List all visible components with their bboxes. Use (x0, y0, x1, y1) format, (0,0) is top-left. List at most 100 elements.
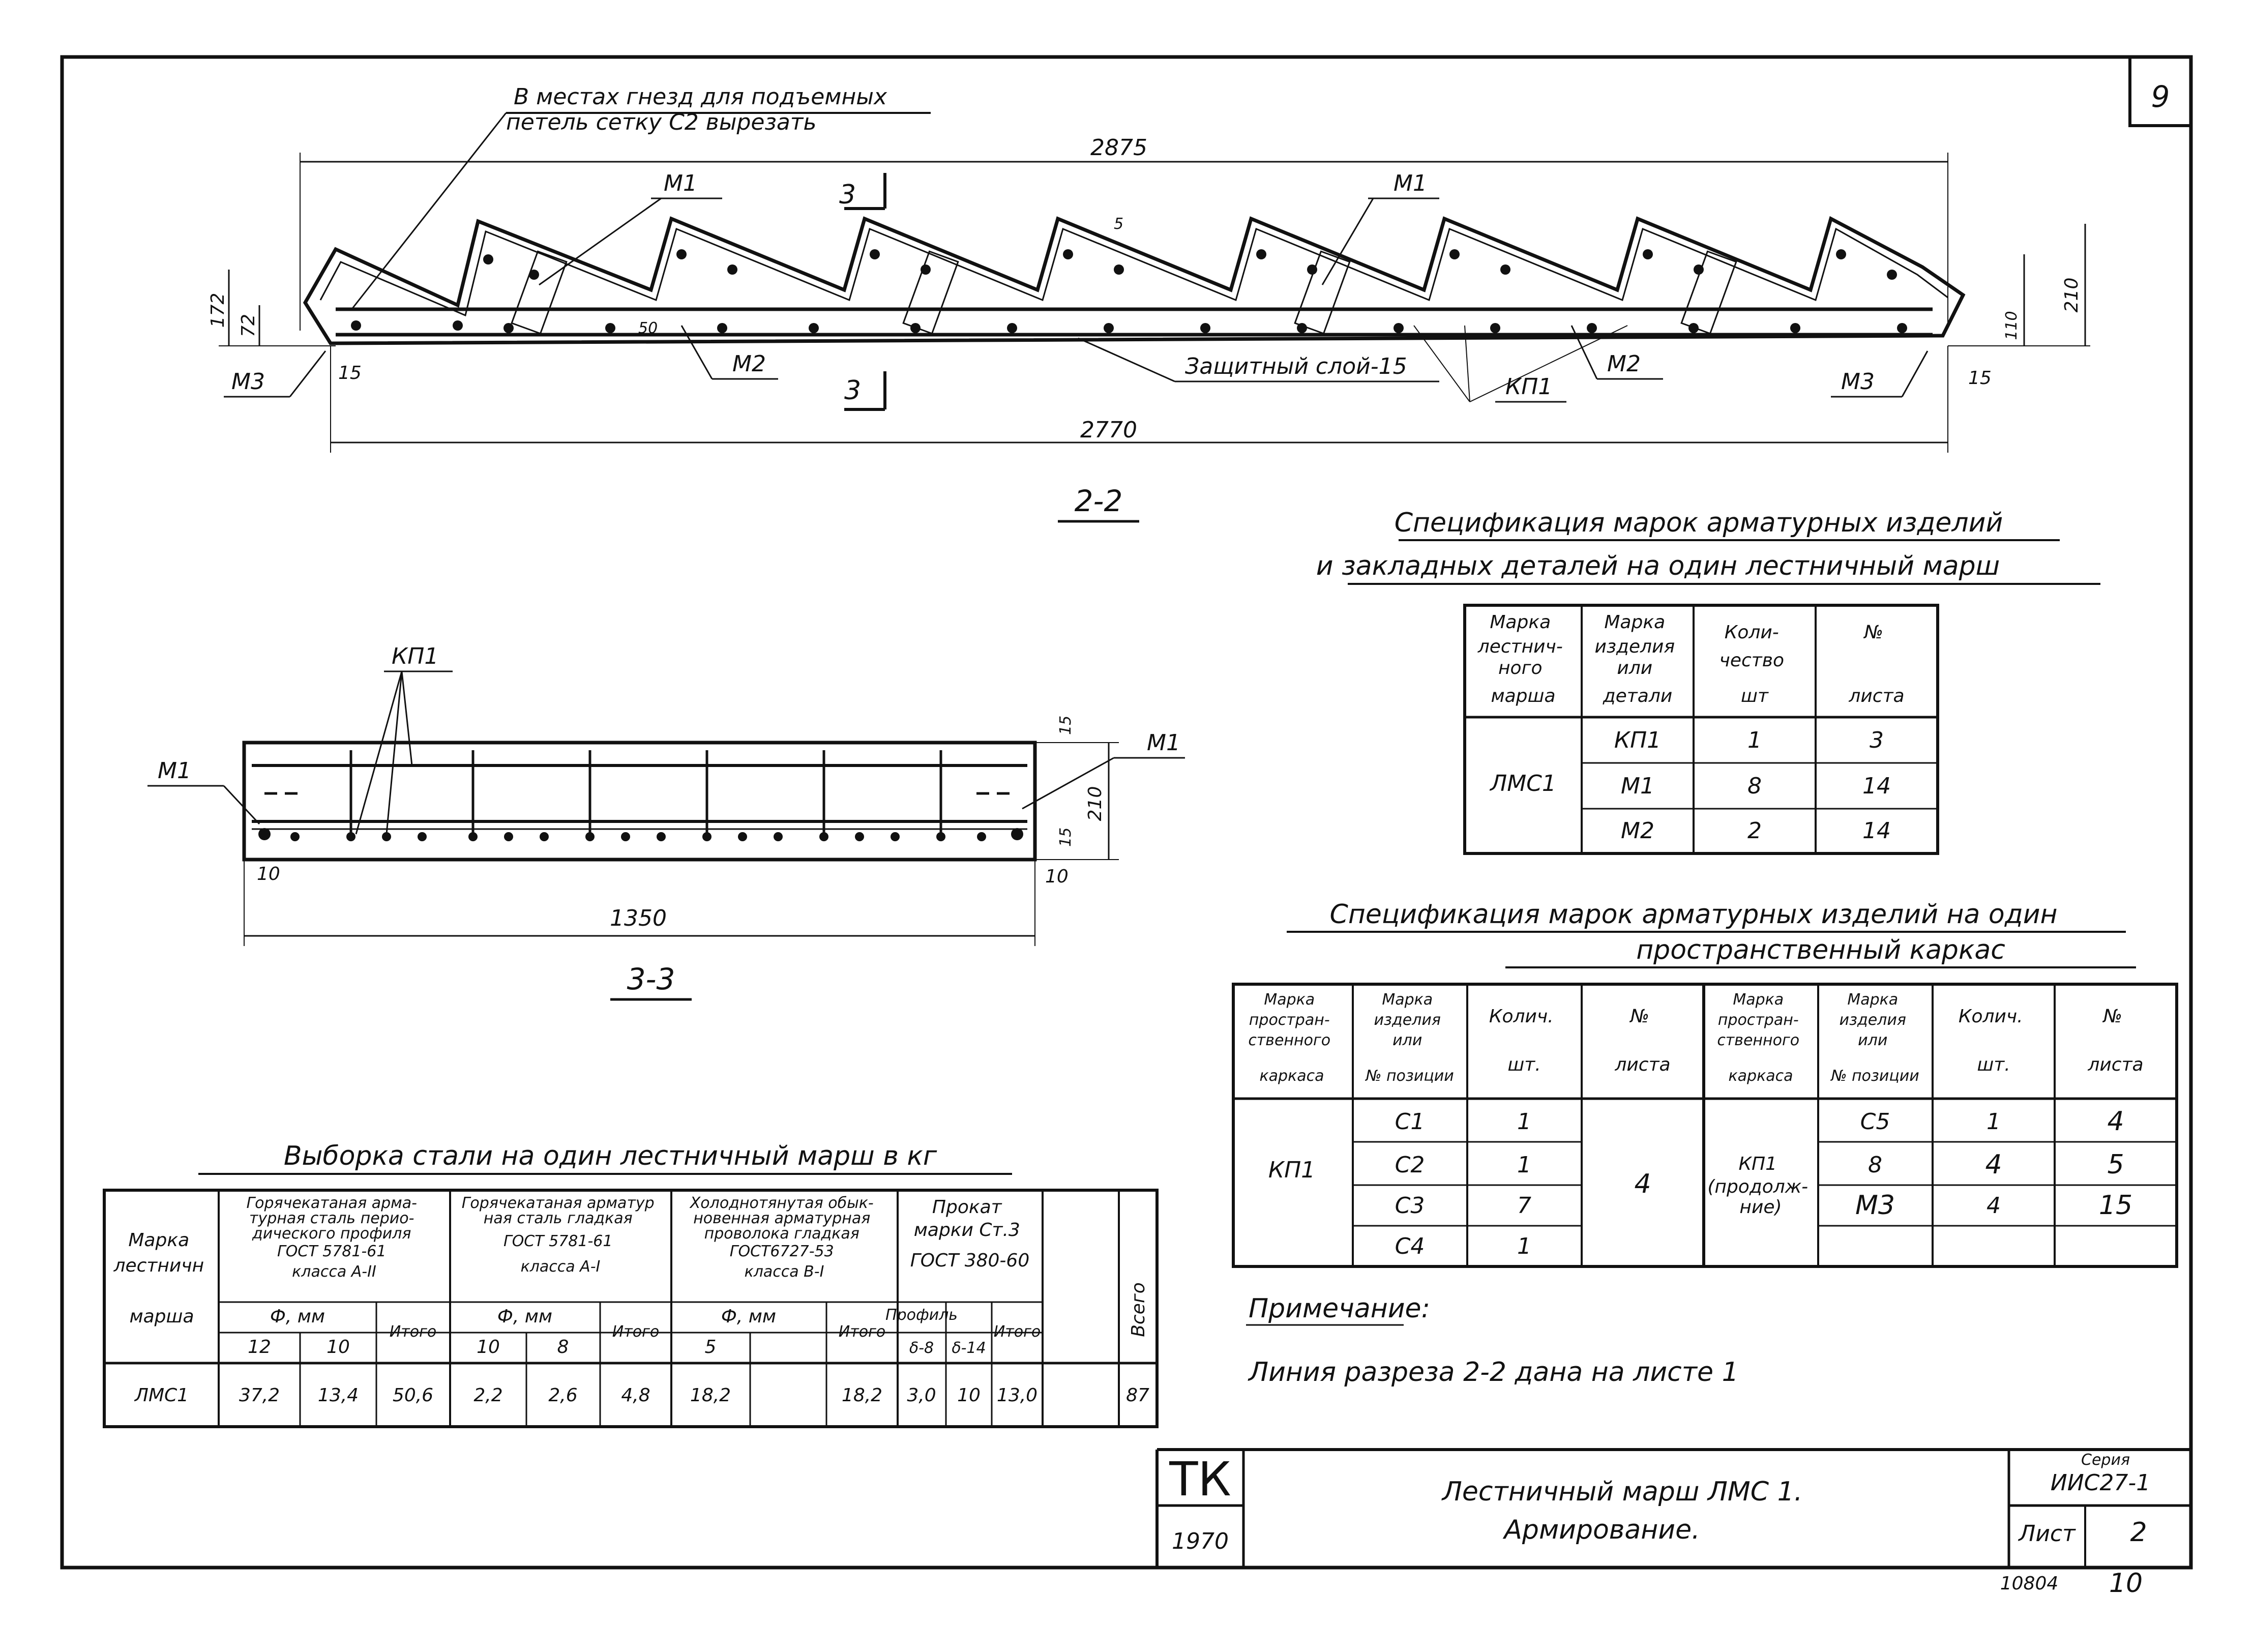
dim-small-left: 15 (338, 363, 362, 383)
spec2-h7-l1: Колич. (1959, 1006, 2023, 1027)
steel-r-p8: 3,0 (907, 1385, 936, 1406)
steel-g4-l1: Прокат (932, 1197, 1002, 1218)
spec2-h8: № листа (2087, 1006, 2143, 1075)
spec1-r2-sheet: 14 (1862, 773, 1891, 799)
dim-50: 50 (638, 319, 658, 337)
steel-h-mark: Марка лестничн марша (113, 1230, 210, 1327)
steel-h-mark-l3: марша (129, 1306, 194, 1327)
label-m1-left: М1 (664, 170, 697, 196)
steel-g3-l3: проволока гладкая (704, 1225, 859, 1243)
spec1-h2-l3: или (1617, 658, 1652, 678)
cut-mark-bottom: 3 (844, 375, 861, 406)
dim-left-inner: 72 (238, 314, 259, 337)
spec1-h1-l1: Марка (1490, 612, 1551, 633)
spec2-h5-l1: Марка (1733, 991, 1784, 1009)
note-heading: Примечание: (1249, 1293, 1430, 1324)
steel-sub-8: 8 (557, 1337, 569, 1358)
spec1-r1-qty: 1 (1747, 727, 1762, 753)
spec2-h5-l2: простран- (1718, 1011, 1799, 1029)
dim-small-right: 15 (1968, 368, 1992, 389)
spec2-h5-l3: ственного (1717, 1031, 1799, 1049)
steel-sub-10b: 10 (477, 1337, 500, 1358)
spec2-h1: Марка простран- ственного каркаса (1248, 991, 1335, 1085)
steel-r-a10: 13,4 (318, 1385, 359, 1406)
spec1-r3-sheet: 14 (1862, 818, 1891, 844)
steel-r-b10: 2,2 (473, 1385, 502, 1406)
spec2-r3-qty: 4 (1987, 1193, 2001, 1219)
dim-left-33: 10 (257, 864, 280, 884)
steel-r-b8: 2,6 (548, 1385, 577, 1406)
spec2-r1-qty: 1 (1987, 1109, 2001, 1135)
spec2-l1-item: С1 (1395, 1109, 1425, 1135)
note-line-1: В местах гнезд для подъемных (514, 84, 887, 110)
spec2-left-sheet: 4 (1634, 1169, 1651, 1199)
stamp-org: ТК (1169, 1452, 1231, 1507)
spec1-h3-l2: чество (1720, 650, 1784, 671)
stamp-series-label: Серия (2081, 1451, 2130, 1469)
dim-right-33: 10 (1045, 866, 1069, 887)
steel-r-mark: ЛМС1 (134, 1385, 189, 1406)
dim-bottom: 2770 (1080, 417, 1137, 443)
steel-r-total: 87 (1126, 1385, 1149, 1406)
spec2-h1-l1: Марка (1264, 991, 1315, 1009)
steel-itogo-4: Итого (994, 1323, 1041, 1341)
steel-sub-12: 12 (248, 1337, 271, 1358)
sheet-frame (60, 55, 2193, 1570)
steel-g1-l1: Горячекатаная арма- (246, 1194, 417, 1212)
steel-itogo-1: Итого (390, 1323, 436, 1341)
dim-total-33: 1350 (610, 905, 667, 931)
spec2-h3-l2: шт. (1507, 1054, 1540, 1075)
spec2-r2-qty: 4 (1985, 1149, 2002, 1180)
spec2-right-mark-l1: КП1 (1739, 1154, 1777, 1174)
spec2-h2-l3: или (1392, 1031, 1422, 1049)
steel-itogo-3: Итого (839, 1323, 885, 1341)
steel-g4-l3: ГОСТ 380-60 (910, 1250, 1029, 1271)
spec2-right-mark-l3: ние) (1739, 1197, 1782, 1218)
spec1-h2: Марка изделия или детали (1594, 612, 1680, 706)
spec1-title-1: Спецификация марок арматурных изделий (1395, 508, 2003, 538)
spec2-h6-l2: изделия (1840, 1011, 1906, 1029)
steel-title: Выборка стали на один лестничный марш в … (284, 1141, 937, 1171)
steel-phi-1: Ф, мм (270, 1306, 325, 1327)
spec2-h4: № листа (1614, 1006, 1670, 1075)
steel-h-mark-l2: лестничн (113, 1255, 204, 1276)
steel-g2-l4: класса А-I (521, 1258, 601, 1276)
steel-g3-l2: новенная арматурная (693, 1210, 870, 1227)
rebar-dots-3-3 (258, 828, 1023, 841)
steel-r-btot: 4,8 (621, 1385, 650, 1406)
steel-g4: Прокат марки Ст.3 ГОСТ 380-60 (910, 1197, 1029, 1271)
spec2-h1-l3: ственного (1248, 1031, 1330, 1049)
spec2-h2-l2: изделия (1374, 1011, 1441, 1029)
spec2-l1-qty: 1 (1517, 1109, 1531, 1135)
steel-h-mark-l1: Марка (128, 1230, 189, 1251)
steel-g1: Горячекатаная арма- турная сталь перио- … (246, 1194, 422, 1281)
steel-r-c5: 18,2 (690, 1385, 731, 1406)
steel-g2-l3: ГОСТ 5781-61 (503, 1232, 612, 1250)
label-m1-33-left: М1 (158, 758, 191, 784)
label-kp1: КП1 (1505, 374, 1552, 400)
spec2-l2-qty: 1 (1517, 1152, 1531, 1178)
stamp-series: ИИС27-1 (2051, 1470, 2150, 1496)
note-text: Линия разреза 2-2 дана на листе 1 (1248, 1357, 1739, 1388)
steel-table: Выборка стали на один лестничный марш в … (103, 1141, 1159, 1428)
stamp-title-2: Армирование. (1502, 1515, 1700, 1545)
spec2-h4-l2: листа (1614, 1054, 1670, 1075)
cut-mark-top: 3 (839, 180, 856, 210)
steel-g2-l2: ная сталь гладкая (484, 1210, 633, 1227)
label-m2-left: М2 (732, 351, 766, 377)
steel-profile: Профиль (885, 1306, 958, 1324)
footer-page: 10 (2109, 1568, 2143, 1599)
title-stamp: ТК 1970 Лестничный марш ЛМС 1. Армирован… (1155, 1448, 2191, 1568)
spec2-h5: Марка простран- ственного каркаса (1717, 991, 1804, 1085)
spec2-h2: Марка изделия или № позиции (1365, 991, 1454, 1085)
steel-phi-2: Ф, мм (497, 1306, 552, 1327)
spec1-title-2: и закладных деталей на один лестничный м… (1316, 551, 2000, 581)
steel-d2: δ-14 (952, 1339, 986, 1357)
steel-r-atot: 50,6 (393, 1385, 433, 1406)
label-m3-left: М3 (231, 369, 265, 395)
steel-sub-10a: 10 (327, 1337, 350, 1358)
spec2-right-mark: КП1 (продолж- ние) (1707, 1154, 1814, 1218)
note-line-2: петель сетку С2 вырезать (506, 109, 816, 135)
steel-g1-l5: класса А-II (292, 1263, 376, 1281)
